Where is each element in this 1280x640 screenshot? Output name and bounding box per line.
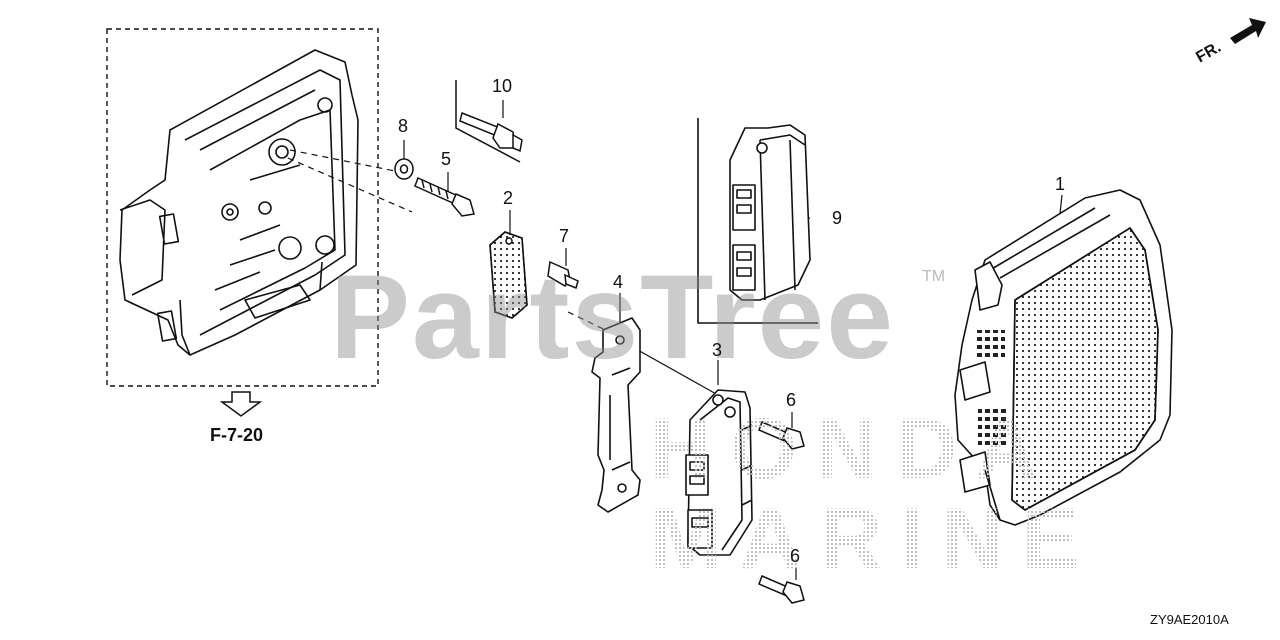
module-3 [685, 389, 753, 556]
watermark-brand-line2: MARINE [650, 491, 1098, 587]
callout-10: 10 [492, 76, 513, 96]
relay-box-9 [697, 118, 818, 324]
callout-1: 1 [1055, 174, 1066, 194]
callout-8: 8 [398, 116, 409, 136]
washer-8 [394, 158, 414, 180]
callout-9: 9 [832, 208, 843, 228]
callout-3: 3 [712, 340, 723, 360]
bolt-5 [414, 176, 475, 217]
clip-7 [547, 260, 579, 290]
bolt-6-upper [758, 421, 805, 450]
reference-arrow [219, 391, 263, 417]
cover-1 [954, 189, 1173, 526]
callout-5: 5 [441, 149, 452, 169]
bolt-6-lower [758, 575, 805, 604]
watermark-main: PartsTree [330, 250, 896, 384]
fr-arrow-icon [1230, 18, 1266, 44]
bolt-10 [455, 80, 523, 163]
watermark-trademark: TM [922, 268, 946, 285]
callout-6-lower: 6 [790, 546, 801, 566]
main-bracket [119, 49, 359, 356]
bracket-plate-4 [591, 317, 641, 513]
drawing-code: ZY9AE2010A [1150, 612, 1229, 627]
reference-label: F-7-20 [210, 425, 264, 445]
pad-2 [489, 231, 528, 319]
watermark-brand-line1: HONDA [650, 401, 1056, 497]
callout-2: 2 [503, 188, 514, 208]
callout-4: 4 [613, 272, 624, 292]
callout-6-upper: 6 [786, 390, 797, 410]
callout-7: 7 [559, 226, 570, 246]
reference-box [106, 28, 379, 387]
